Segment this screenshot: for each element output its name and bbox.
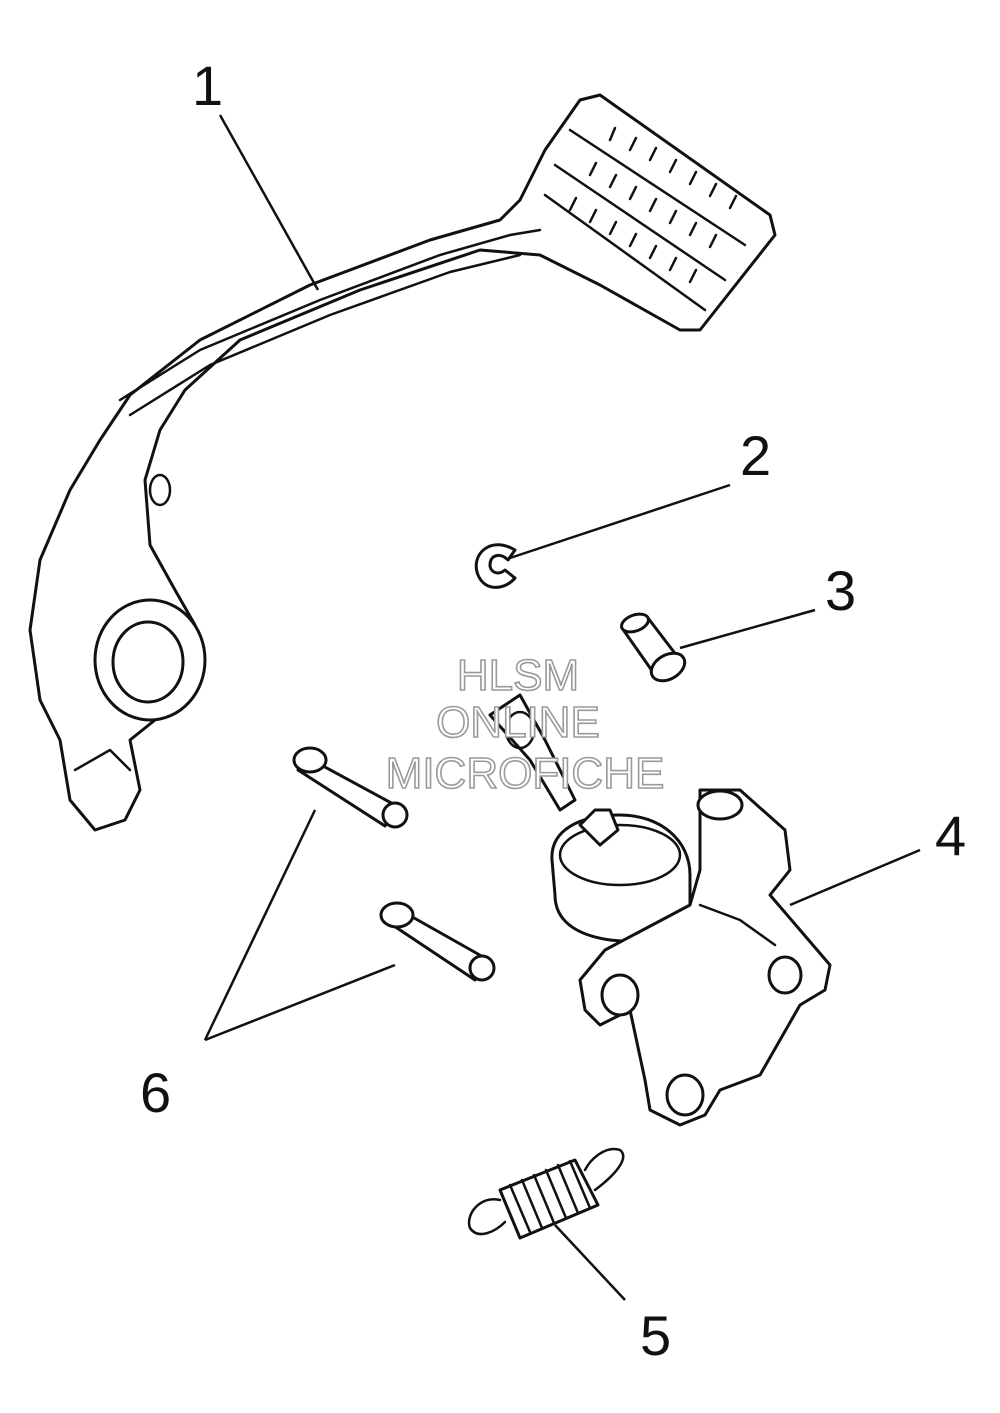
- leader-3: [679, 608, 816, 650]
- callout-2: 2: [740, 424, 771, 487]
- flange-bolt-lower: [379, 901, 496, 982]
- callout-labels: 1 2 3 4 5 6: [140, 54, 966, 1367]
- leader-4: [789, 848, 921, 907]
- watermark-line-1: HLSM: [457, 651, 579, 700]
- watermark: HLSM ONLINE MICROFICHE: [385, 650, 665, 799]
- callout-4: 4: [935, 804, 966, 867]
- leader-6b: [204, 963, 396, 1042]
- return-spring: [467, 1147, 625, 1240]
- master-cylinder: [488, 693, 832, 1127]
- leader-1: [218, 114, 320, 291]
- clevis-pin: [620, 612, 687, 683]
- callout-5: 5: [640, 1304, 671, 1367]
- callout-3: 3: [825, 559, 856, 622]
- flange-bolt-upper: [292, 746, 409, 829]
- callout-1: 1: [192, 54, 223, 117]
- leader-5: [554, 1224, 626, 1301]
- leader-2: [509, 483, 731, 560]
- leader-6a: [203, 809, 317, 1041]
- callout-6: 6: [140, 1061, 171, 1124]
- watermark-line-3: MICROFICHE: [386, 749, 665, 798]
- brake-pedal-lever: [28, 93, 777, 832]
- watermark-line-2: ONLINE: [436, 698, 600, 747]
- leader-lines: [203, 114, 921, 1301]
- e-clip: [474, 543, 517, 589]
